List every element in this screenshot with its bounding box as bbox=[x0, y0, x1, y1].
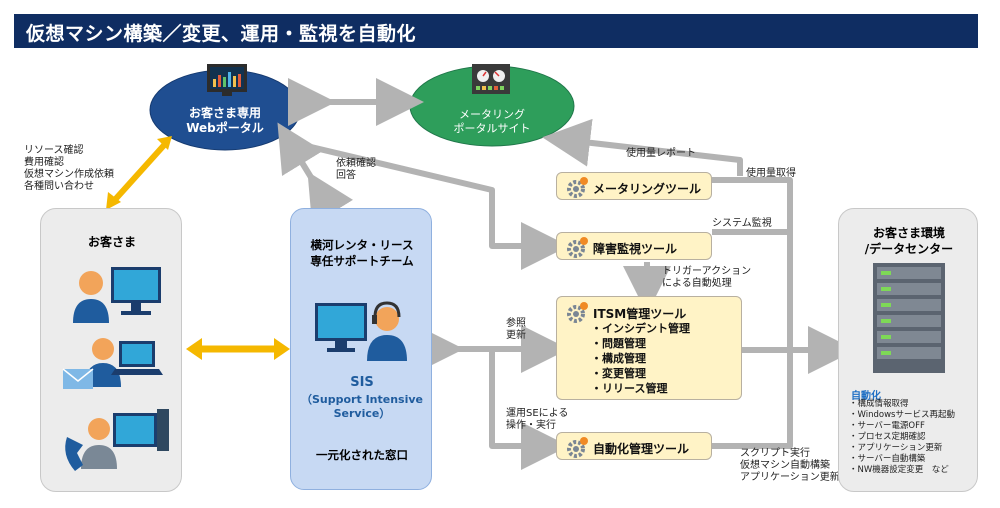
auto-item: ・Windowsサービス再起動 bbox=[849, 410, 955, 420]
gear-icon bbox=[567, 237, 588, 258]
ops-line-0: 運用SEによる bbox=[506, 408, 569, 419]
script-line-1: 仮想マシン自動構築 bbox=[740, 460, 830, 471]
gear-icon bbox=[567, 177, 588, 198]
action-2: 仮想マシン作成依頼 bbox=[24, 169, 114, 180]
auto-item: ・サーバー自動構築 bbox=[849, 454, 926, 464]
page-title: 仮想マシン構築／変更、運用・監視を自動化 bbox=[26, 23, 417, 45]
arrow-portal-monitoring bbox=[289, 139, 569, 270]
metering-line1: メータリング bbox=[459, 108, 525, 121]
portal-line1: お客さま専用 bbox=[188, 106, 261, 120]
support-title: 横河レンタ・リース 専任サポートチーム bbox=[291, 237, 433, 269]
trigger-line-0: トリガーアクション bbox=[662, 266, 752, 277]
arrow-portal-sis bbox=[277, 122, 354, 226]
arrow-customer-portal bbox=[106, 136, 172, 210]
auto-item: ・構成情報取得 bbox=[849, 399, 909, 409]
itsm-item: ・問題管理 bbox=[591, 337, 646, 350]
gear-icon bbox=[567, 302, 588, 323]
action-3: 各種問い合わせ bbox=[24, 181, 94, 192]
itsm-tool-box[interactable]: ITSM管理ツール ・インシデント管理 ・問題管理 ・構成管理 ・変更管理 ・リ… bbox=[556, 296, 742, 400]
operator-headset-icon bbox=[315, 301, 407, 361]
auto-item: ・サーバー電源OFF bbox=[849, 421, 925, 431]
customer-actions: リソース確認 費用確認 仮想マシン作成依頼 各種問い合わせ bbox=[24, 145, 114, 193]
script-line-2: アプリケーション更新 bbox=[740, 472, 840, 483]
reference-label: 参照 更新 bbox=[506, 318, 526, 342]
itsm-item: ・インシデント管理 bbox=[591, 322, 690, 335]
automation-tool-label: 自動化管理ツール bbox=[593, 442, 690, 456]
monitor-chart-icon bbox=[207, 64, 247, 96]
arrow-customer-sis bbox=[186, 338, 290, 360]
metering-tool-label: メータリングツール bbox=[593, 182, 702, 196]
server-rack-icon bbox=[873, 263, 945, 373]
environment-title-1: お客さま環境 bbox=[872, 226, 945, 240]
monitoring-tool-label: 障害監視ツール bbox=[593, 242, 678, 256]
trigger-line-1: による自動処理 bbox=[662, 278, 732, 289]
automation-tool-box[interactable]: 自動化管理ツール bbox=[556, 432, 712, 460]
auto-item: ・プロセス定期確認 bbox=[849, 432, 926, 442]
action-1: 費用確認 bbox=[24, 157, 64, 168]
environment-panel: お客さま環境 /データセンター 自動化 ・構成情報取得 ・Windowsサービス… bbox=[838, 208, 978, 492]
line-script bbox=[712, 350, 793, 449]
line-usage-get bbox=[712, 177, 793, 350]
system-monitor-label: システム監視 bbox=[712, 218, 772, 229]
sis-full-label: （Support Intensive Service） bbox=[291, 393, 433, 421]
portal-line2: Webポータル bbox=[186, 121, 264, 135]
customer-panel: お客さま bbox=[40, 208, 182, 492]
environment-title: お客さま環境 /データセンター bbox=[839, 225, 979, 257]
itsm-item: ・構成管理 bbox=[591, 352, 646, 365]
script-line-0: スクリプト実行 bbox=[740, 448, 810, 459]
request-confirm-label: 依頼確認 回答 bbox=[336, 158, 376, 182]
itsm-tool-label: ITSM管理ツール bbox=[593, 307, 687, 321]
auto-item: ・NW機器設定変更 など bbox=[849, 465, 949, 475]
reference-line-1: 更新 bbox=[506, 330, 526, 341]
title-bar: 仮想マシン構築／変更、運用・監視を自動化 bbox=[14, 14, 978, 48]
metering-line2: ポータルサイト bbox=[453, 122, 531, 135]
usage-report-label: 使用量レポート bbox=[626, 148, 696, 159]
itsm-item: ・変更管理 bbox=[591, 367, 646, 380]
action-0: リソース確認 bbox=[24, 145, 84, 156]
sis-full-1: （Support Intensive bbox=[301, 393, 423, 406]
support-panel: 横河レンタ・リース 専任サポートチーム SIS （Support Intensi… bbox=[290, 208, 432, 490]
metering-tool-box[interactable]: メータリングツール bbox=[556, 172, 712, 200]
customer-mail-laptop-icon bbox=[62, 338, 163, 389]
portal-label[interactable]: お客さま専用 Webポータル bbox=[165, 106, 285, 136]
trigger-label: トリガーアクション による自動処理 bbox=[662, 266, 751, 290]
script-label: スクリプト実行 仮想マシン自動構築 アプリケーション更新 bbox=[740, 448, 840, 484]
metering-site-label[interactable]: メータリング ポータルサイト bbox=[432, 108, 552, 136]
customer-phone-pc-icon bbox=[65, 409, 169, 471]
sis-full-2: Service） bbox=[333, 407, 391, 420]
itsm-item: ・リリース管理 bbox=[591, 382, 668, 395]
gauge-panel-icon bbox=[472, 64, 510, 94]
usage-get-label: 使用量取得 bbox=[746, 168, 796, 179]
reference-line-0: 参照 bbox=[506, 318, 526, 329]
environment-title-2: /データセンター bbox=[864, 242, 954, 256]
gear-icon bbox=[567, 437, 588, 458]
auto-title: 自動化 bbox=[851, 391, 881, 402]
ops-line-1: 操作・実行 bbox=[506, 420, 556, 431]
support-title-1: 横河レンタ・リース bbox=[310, 238, 414, 252]
monitoring-tool-box[interactable]: 障害監視ツール bbox=[556, 232, 712, 260]
request-confirm-0: 依頼確認 bbox=[336, 158, 376, 169]
auto-items: ・構成情報取得 ・Windowsサービス再起動 ・サーバー電源OFF ・プロセス… bbox=[849, 399, 955, 476]
arrow-ops bbox=[489, 349, 569, 470]
customer-pc-icon bbox=[73, 267, 161, 323]
sis-label: SIS bbox=[350, 375, 374, 390]
support-title-2: 専任サポートチーム bbox=[310, 254, 414, 268]
request-confirm-1: 回答 bbox=[336, 170, 356, 181]
customer-panel-title: お客さま bbox=[87, 235, 136, 249]
itsm-items: ・インシデント管理 ・問題管理 ・構成管理 ・変更管理 ・リリース管理 bbox=[591, 321, 690, 396]
ops-label: 運用SEによる 操作・実行 bbox=[506, 408, 568, 432]
arrow-usage-report bbox=[542, 118, 743, 176]
auto-item: ・アプリケーション更新 bbox=[849, 443, 943, 453]
single-window-label: 一元化された窓口 bbox=[316, 448, 408, 462]
